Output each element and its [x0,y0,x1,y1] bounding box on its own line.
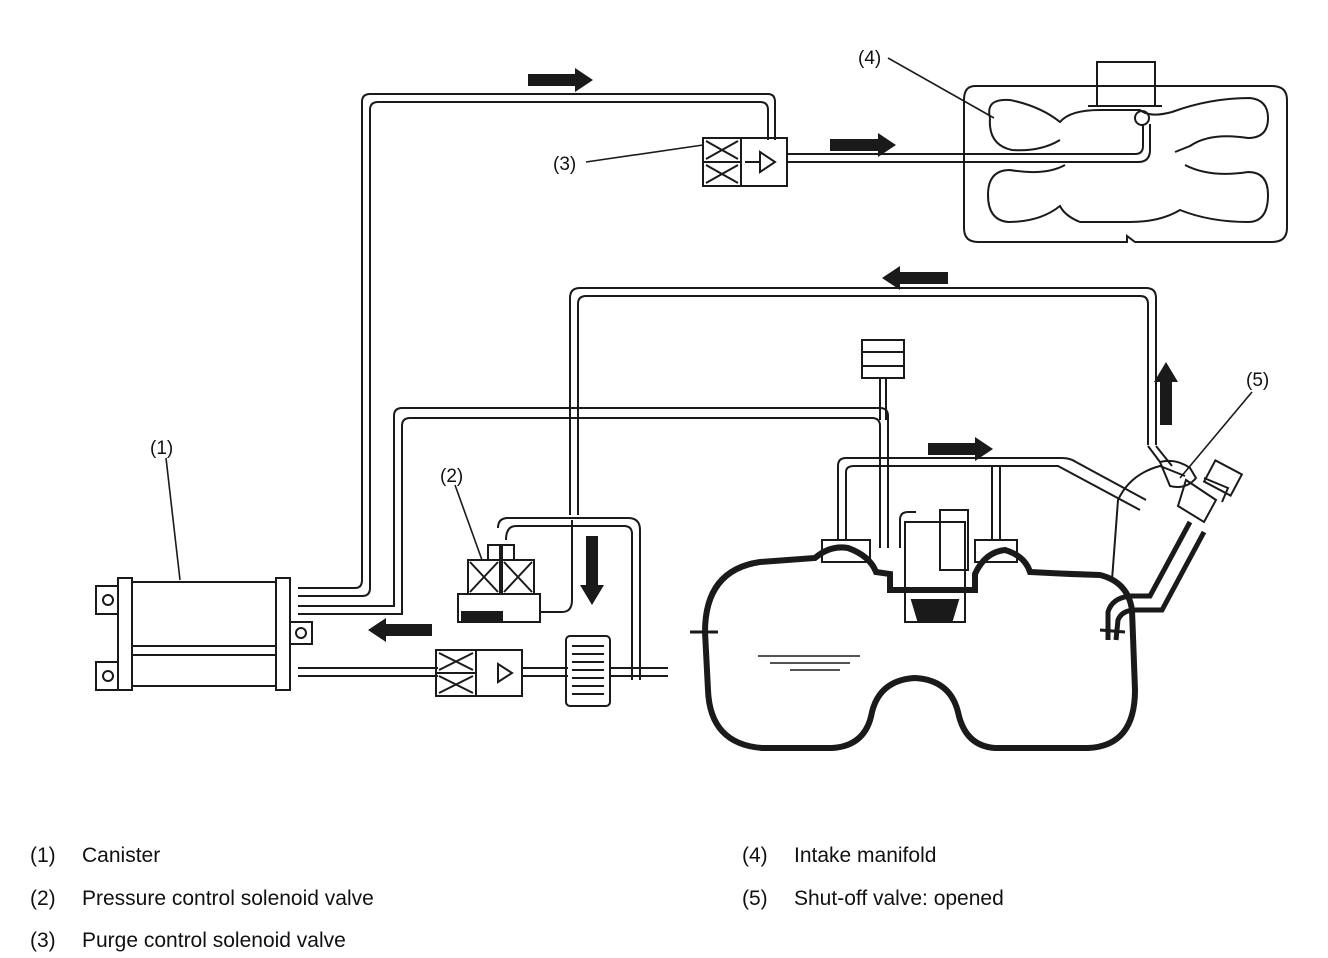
legend-label: Pressure control solenoid valve [82,887,374,910]
flow-arrow-right-tank [928,437,993,461]
legend-item-canister: (1) Canister [30,844,160,868]
legend-number: (1) [30,844,56,867]
flow-arrow-left-return [882,266,948,290]
pressure-control-solenoid-valve [457,517,641,680]
legend-label: Purge control solenoid valve [82,929,346,952]
callout-intake-manifold: (4) [858,48,881,69]
flow-arrow-down-pressure [580,536,604,605]
legend: (1) Canister (2) Pressure control solenoid… [0,838,1328,958]
legend-item-pressure-valve: (2) Pressure control solenoid valve [30,887,374,911]
legend-label: Intake manifold [794,844,937,867]
legend-number: (3) [30,929,56,952]
canister [95,577,313,691]
legend-label: Shut-off valve: opened [794,887,1004,910]
drain-line [298,667,668,677]
flow-arrow-up-filler [1154,362,1178,425]
legend-number: (5) [742,887,768,910]
flow-arrow-right-purge [830,133,896,157]
drain-valve [435,649,523,697]
purge-to-manifold-line [787,124,1151,163]
flow-arrows [368,68,1178,642]
purge-control-solenoid-valve [702,137,788,187]
legend-number: (2) [30,887,56,910]
tank-vapor-lines [837,457,1186,581]
callout-canister: (1) [150,438,173,459]
vent-line-middle [298,407,889,615]
legend-item-intake-manifold: (4) Intake manifold [742,844,936,868]
evap-system-diagram: (1) (2) (3) (4) (5) [95,48,1288,751]
legend-item-shut-off-valve: (5) Shut-off valve: opened [742,887,1004,911]
callout-shut-off-valve: (5) [1246,370,1269,391]
legend-item-purge-valve: (3) Purge control solenoid valve [30,929,346,953]
fuel-pump-unit [821,339,1018,623]
shut-off-valve[interactable] [1147,445,1198,488]
callout-leaders [165,57,1253,581]
purge-line-top [298,93,776,597]
flow-arrow-right-top [528,68,593,92]
fuel-tank[interactable] [690,544,1139,751]
filler-neck [1105,459,1244,641]
flow-arrow-left-canister [368,618,432,642]
intake-manifold [963,61,1288,243]
return-line [569,287,1157,515]
legend-label: Canister [82,844,161,867]
legend-number: (4) [742,844,768,867]
callout-purge-valve: (3) [553,154,576,175]
callout-pressure-valve: (2) [440,466,463,487]
air-filter [565,635,611,707]
